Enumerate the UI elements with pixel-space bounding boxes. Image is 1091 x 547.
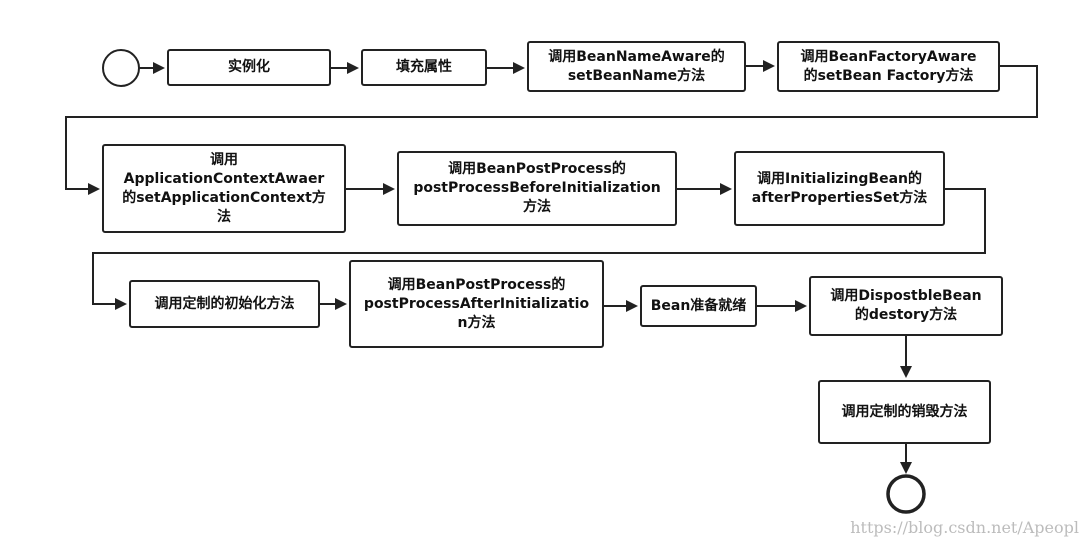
connector-line [92, 188, 986, 305]
arrow-app-context-to-before-init [346, 183, 395, 195]
arrowhead [900, 462, 912, 474]
end-node [886, 474, 926, 514]
arrow-custom-init-to-after-init [320, 298, 347, 310]
arrowhead [115, 298, 127, 310]
arrowhead [763, 60, 775, 72]
arrowhead [383, 183, 395, 195]
arrowhead [626, 300, 638, 312]
arrowhead [335, 298, 347, 310]
arrowhead [88, 183, 100, 195]
arrow-instantiate-to-populate [331, 62, 359, 74]
node-populate: 填充属性 [361, 49, 487, 86]
arrow-bean-ready-to-disposable [757, 300, 807, 312]
arrowhead [153, 62, 165, 74]
arrow-set-bean-factory-to-app-context [65, 65, 1038, 195]
arrowhead [900, 366, 912, 378]
arrow-disposable-to-custom-destroy [900, 336, 912, 378]
arrow-custom-destroy-to-end [900, 444, 912, 474]
node-set-application-context: 调用 ApplicationContextAwaer 的setApplicati… [102, 144, 346, 233]
node-custom-init: 调用定制的初始化方法 [129, 280, 320, 328]
arrow-after-properties-to-custom-init [92, 188, 986, 310]
node-instantiate: 实例化 [167, 49, 331, 86]
node-bean-ready: Bean准备就绪 [640, 285, 757, 327]
arrow-populate-to-set-bean-name [487, 62, 525, 74]
watermark: https://blog.csdn.net/Apeopl [850, 518, 1079, 537]
node-custom-destroy: 调用定制的销毁方法 [818, 380, 991, 444]
node-after-initialization: 调用BeanPostProcess的 postProcessAfterIniti… [349, 260, 604, 348]
start-node [102, 49, 140, 87]
connector-line [65, 65, 1038, 190]
arrow-set-bean-name-to-set-bean-factory [746, 60, 775, 72]
node-before-initialization: 调用BeanPostProcess的 postProcessBeforeInit… [397, 151, 677, 226]
arrowhead [720, 183, 732, 195]
arrow-after-init-to-bean-ready [604, 300, 638, 312]
arrowhead [795, 300, 807, 312]
arrow-start-to-instantiate [139, 62, 165, 74]
node-set-bean-factory: 调用BeanFactoryAware 的setBean Factory方法 [777, 41, 1000, 92]
arrow-before-init-to-after-properties [677, 183, 732, 195]
node-disposable-bean: 调用DispostbleBean 的destory方法 [809, 276, 1003, 336]
node-set-bean-name: 调用BeanNameAware的 setBeanName方法 [527, 41, 746, 92]
arrowhead [347, 62, 359, 74]
arrowhead [513, 62, 525, 74]
node-after-properties-set: 调用InitializingBean的 afterPropertiesSet方法 [734, 151, 945, 226]
